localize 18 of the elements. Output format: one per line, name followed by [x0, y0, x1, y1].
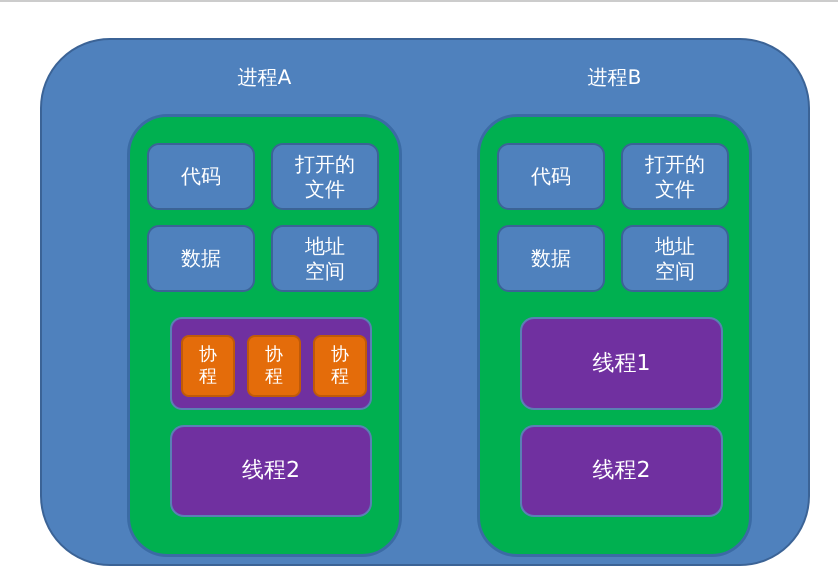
thread-box: 线程1: [520, 317, 723, 410]
coroutine-box: 协程: [247, 335, 301, 397]
coroutine-box: 协程: [181, 335, 235, 397]
resource-box: 打开的文件: [621, 143, 729, 210]
resource-box: 代码: [497, 143, 605, 210]
coroutine-group: [170, 317, 372, 410]
resource-box: 打开的文件: [271, 143, 379, 210]
outer-panel: [40, 38, 810, 566]
thread-box: 线程2: [520, 425, 723, 517]
process-heading: 进程B: [588, 64, 642, 91]
coroutine-box: 协程: [313, 335, 367, 397]
resource-box: 数据: [147, 225, 255, 292]
process-heading: 进程A: [238, 64, 292, 91]
resource-box: 数据: [497, 225, 605, 292]
resource-box: 地址空间: [271, 225, 379, 292]
resource-box: 代码: [147, 143, 255, 210]
resource-box: 地址空间: [621, 225, 729, 292]
thread-box: 线程2: [170, 425, 372, 517]
